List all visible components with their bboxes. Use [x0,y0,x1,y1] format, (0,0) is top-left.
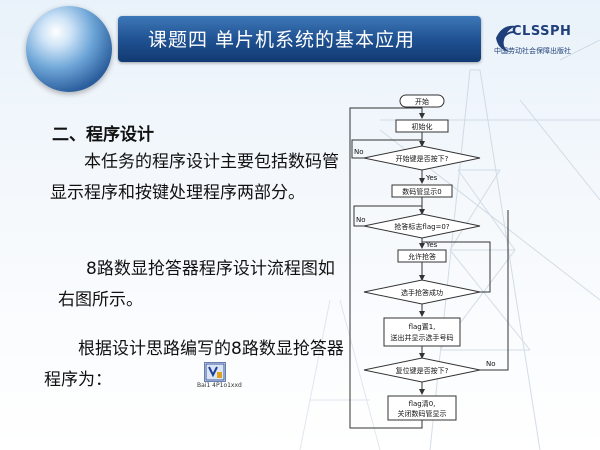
flow-no-3: No [486,360,496,368]
flow-display-zero: 数码管显示0 [402,187,441,196]
flow-flag-set-1: flag置1, [409,323,436,331]
flow-no-1: No [354,148,364,156]
flow-start: 开始 [415,97,429,106]
globe-icon [26,6,112,92]
paragraph-flowchart-ref: 8路数显抢答器程序设计流程图如右图所示。 [58,254,348,316]
paragraph-program-link: 根据设计思路编写的8路数显抢答器程序为： [44,334,344,396]
flow-decision-start: 开始键是否按下? [396,154,449,163]
header-bar [118,16,481,62]
publisher-logo-text: CLSSPH [512,24,572,39]
section-heading: 二、程序设计 [52,125,154,145]
program-file-icon[interactable] [204,362,226,382]
flow-decision-success: 选手抢答成功 [401,288,443,297]
page-title: 课题四 单片机系统的基本应用 [148,29,416,51]
flow-flag-clear-1: flag清0, [409,399,436,408]
flow-flag-clear-2: 关闭数码管显示 [398,409,447,418]
flow-allow-answer: 允许抢答 [408,252,436,261]
flow-yes-1: Yes [425,174,438,182]
flowchart: 开始 初始化 开始键是否按下? No Yes 数码管显示0 抢答标志flag=0… [349,94,509,429]
publisher-logo-icon [496,25,516,52]
flow-init: 初始化 [412,122,433,131]
paragraph-program-design: 本任务的程序设计主要包括数码管显示程序和按键处理程序两部分。 [50,147,340,209]
flow-decision-reset: 复位键是否按下? [396,366,449,375]
flow-no-2: No [356,216,366,224]
paragraph-program-design-text: 本任务的程序设计主要包括数码管显示程序和按键处理程序两部分。 [50,152,339,203]
program-file-glyph-icon [205,363,225,381]
flow-flag-set-2: 送出并显示选手号码 [391,333,454,342]
paragraph-flowchart-ref-text: 8路数显抢答器程序设计流程图如右图所示。 [58,259,335,310]
publisher-name: 中国劳动社会保障出版社 [494,47,571,55]
flow-yes-2: Yes [425,241,438,249]
flow-decision-flag: 抢答标志flag=0? [394,222,449,231]
paragraph-program-link-text: 根据设计思路编写的8路数显抢答器程序为： [44,339,344,390]
program-file-label: Bai1 4P1o1xxd [197,382,242,389]
